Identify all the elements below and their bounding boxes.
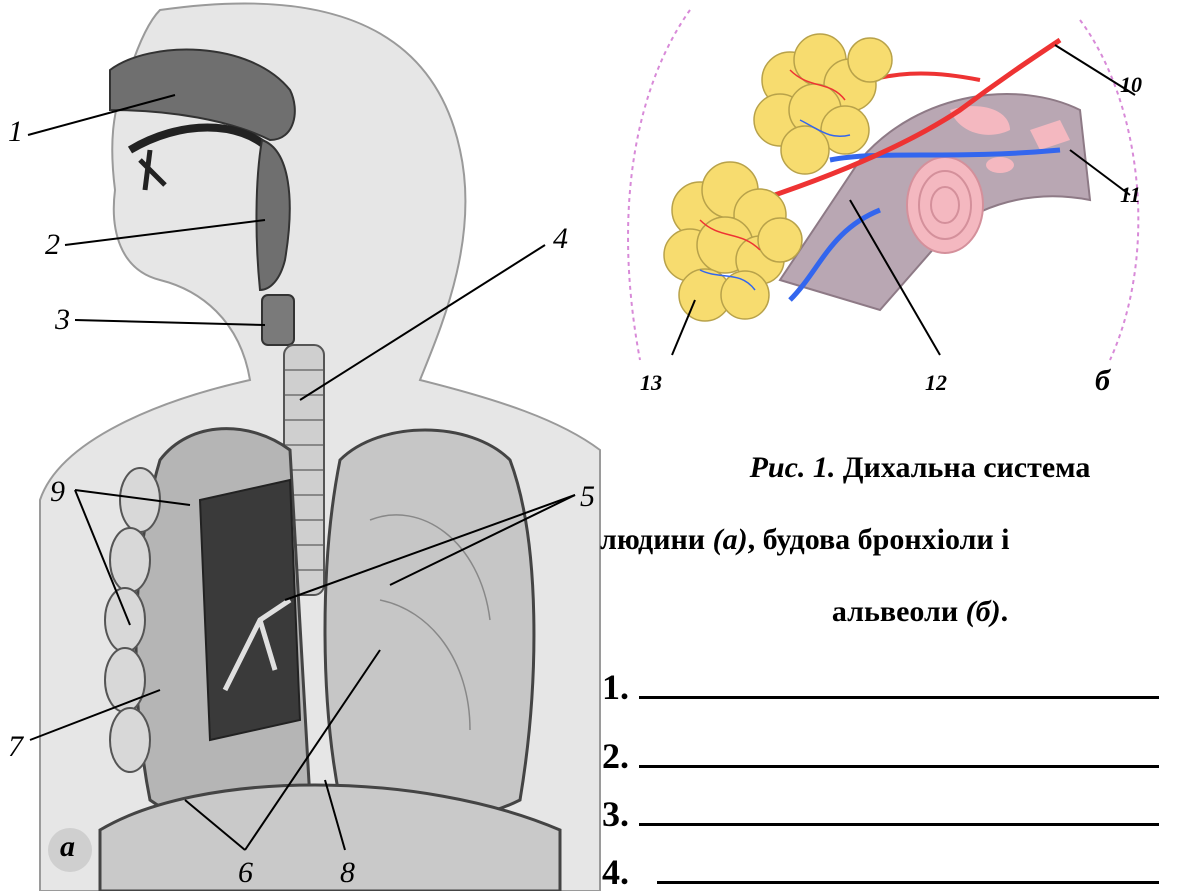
caption-text: . — [1001, 595, 1009, 628]
figure-caption-line-1: Рис. 1. Дихальна система — [610, 453, 1177, 483]
answer-row-2: 2. — [602, 735, 1159, 777]
label-9: 9 — [50, 475, 65, 509]
figure-caption-line-2: людини (а), будова бронхіоли і — [600, 525, 1177, 555]
label-8: 8 — [340, 856, 355, 890]
label-3: 3 — [55, 303, 70, 337]
label-10: 10 — [1120, 72, 1142, 98]
caption-text: , будова бронхіоли і — [748, 523, 1010, 556]
bronchiole-alveoli-figure — [628, 10, 1138, 360]
label-5: 5 — [580, 480, 595, 514]
respiratory-system-figure — [28, 3, 600, 891]
caption-mark-b: (б) — [966, 595, 1001, 628]
panel-letter-a: а — [60, 830, 75, 864]
answer-blank[interactable] — [639, 735, 1159, 768]
label-12: 12 — [925, 370, 947, 396]
caption-title: Дихальна система — [835, 451, 1090, 484]
label-13: 13 — [640, 370, 662, 396]
label-7: 7 — [8, 730, 23, 764]
caption-text: альвеоли — [832, 595, 966, 628]
answer-number: 1. — [602, 667, 629, 707]
answer-blank[interactable] — [639, 793, 1159, 826]
caption-mark-a: (а) — [713, 523, 748, 556]
label-2: 2 — [45, 228, 60, 262]
answer-row-4: 4. — [602, 851, 1159, 893]
label-4: 4 — [553, 222, 568, 256]
caption-text: людини — [600, 523, 713, 556]
answer-blank[interactable] — [639, 666, 1159, 699]
answer-number: 3. — [602, 794, 629, 834]
figure-caption-line-3: альвеоли (б). — [610, 597, 1177, 627]
answer-number: 2. — [602, 736, 629, 776]
answer-number: 4. — [602, 852, 629, 892]
answer-blank[interactable] — [657, 851, 1159, 884]
label-1: 1 — [8, 115, 23, 149]
label-11: 11 — [1120, 182, 1141, 208]
figure-number: Рис. 1. — [750, 451, 836, 484]
panel-letter-b: б — [1095, 364, 1110, 398]
label-6: 6 — [238, 856, 253, 890]
answer-row-3: 3. — [602, 793, 1159, 835]
answer-row-1: 1. — [602, 666, 1159, 708]
